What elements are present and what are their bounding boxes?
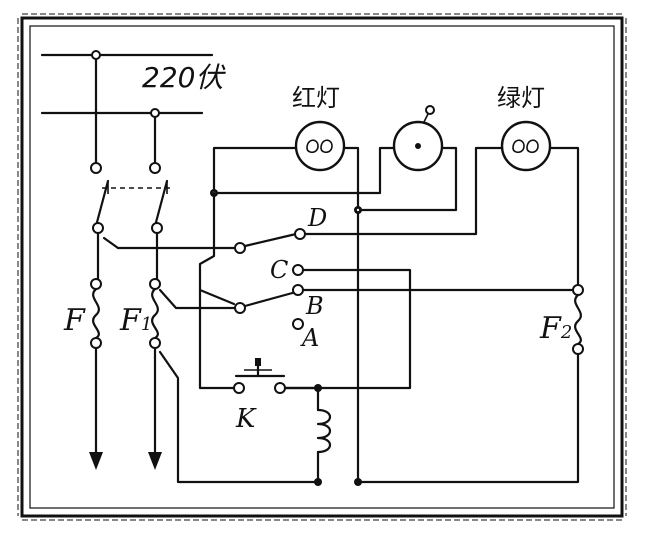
fuse-f1-label: F1: [120, 306, 152, 336]
switch-d-label: D: [308, 204, 328, 232]
right-phase: [102, 115, 320, 484]
fuse-f2: [356, 284, 584, 484]
voltage-label: 220伏: [142, 61, 224, 94]
green-lamp: [500, 120, 552, 172]
fuse-f2-sub: 2: [560, 322, 573, 343]
fuse-f2-label: F2: [540, 314, 572, 344]
push-button-k: [198, 288, 286, 394]
supply-lines: [40, 50, 214, 118]
frame: [17, 13, 627, 521]
left-phase: [89, 57, 236, 470]
fuse-f1-main: F: [120, 303, 141, 338]
fuse-f-label: F: [64, 303, 85, 338]
red-lamp: [294, 120, 346, 172]
switch-b-label: B: [306, 292, 324, 320]
selector-switch: [234, 228, 578, 390]
red-lamp-label: 红灯: [292, 84, 340, 112]
green-lamp-label: 绿灯: [497, 84, 545, 112]
fuse-f2-main: F: [540, 311, 561, 346]
coil: [283, 384, 362, 486]
switch-c-label: C: [270, 256, 289, 284]
switch-a-label: A: [302, 324, 320, 352]
bell: [392, 105, 444, 172]
button-k-label: K: [236, 404, 256, 434]
lamp-wiring: [198, 146, 580, 484]
fuse-f1-sub: 1: [140, 314, 153, 335]
